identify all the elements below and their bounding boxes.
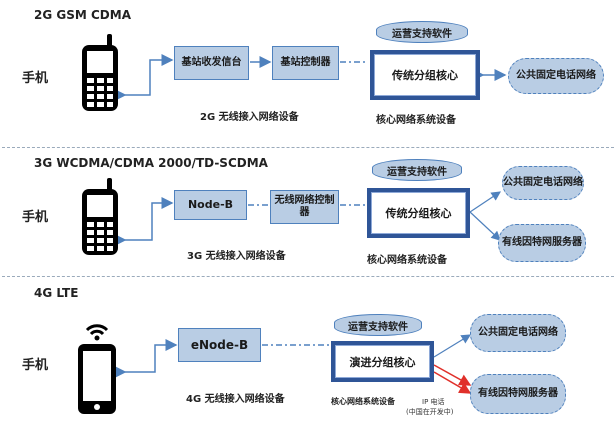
ip-phone-dev-note: (中国在开发中) [406,408,454,416]
core-box: 传统分组核心 [367,188,470,238]
oss-cylinder: 运营支持软件 [372,159,462,181]
access-caption: 2G 无线接入网络设备 [200,112,299,123]
phone-icon [82,178,118,255]
phone-to-bts-link [114,54,174,101]
bts-box: 基站收发信台 [174,46,249,80]
enodeb-box: eNode-B [178,328,261,362]
internet-cloud: 有线因特网服务器 [498,224,586,262]
core-caption: 核心网络系统设备 [376,115,456,126]
epc-to-pstn-link [433,334,472,358]
core-box: 传统分组核心 [370,50,480,100]
phone-to-nodeb-link [114,197,174,246]
section-title-3g: 3G WCDMA/CDMA 2000/TD-SCDMA [34,156,268,170]
access-caption: 4G 无线接入网络设备 [186,394,285,405]
phone-to-enodeb-link [114,339,178,378]
epc-to-internet-link-2 [433,371,472,394]
section-title-4g: 4G LTE [34,286,79,300]
section-divider [2,276,614,277]
core-caption: 核心网络系统设备 [367,255,447,266]
rnc-box: 无线网络控制器 [270,190,339,224]
core-to-pstn-link [469,191,501,213]
nodeb-box: Node-B [174,190,247,220]
phone-icon [82,34,118,111]
oss-cylinder: 运营支持软件 [376,21,468,43]
oss-cylinder: 运营支持软件 [334,314,422,336]
phone-label: 手机 [22,210,49,225]
section-title-2g: 2G GSM CDMA [34,8,131,22]
phone-label: 手机 [22,358,49,373]
pstn-cloud: 公共固定电话网络 [502,166,584,200]
internet-cloud: 有线因特网服务器 [470,374,566,414]
epc-box: 演进分组核心 [331,341,434,382]
ip-phone-note: IP 电话 [422,398,445,406]
phone-label: 手机 [22,71,49,86]
epc-to-internet-link [433,364,472,386]
smartphone-icon [78,324,116,414]
core-caption: 核心网络系统设备 [331,397,395,406]
bsc-box: 基站控制器 [272,46,339,80]
section-divider [2,147,614,148]
core-to-internet-link [469,211,501,241]
access-caption: 3G 无线接入网络设备 [187,251,286,262]
pstn-cloud: 公共固定电话网络 [470,314,566,352]
pstn-cloud: 公共固定电话网络 [508,58,604,94]
